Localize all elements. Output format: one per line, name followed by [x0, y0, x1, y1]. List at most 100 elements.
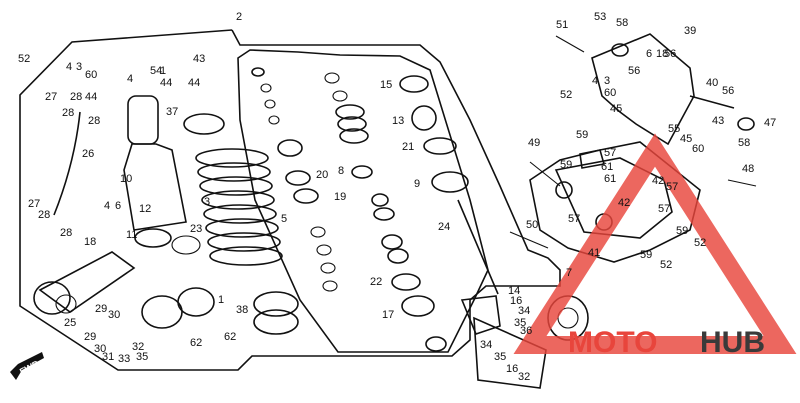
part-label: 42: [652, 175, 664, 187]
part-label: 16: [506, 363, 518, 375]
part-label: 28: [60, 227, 72, 239]
part-label: 57: [568, 213, 580, 225]
part-label: 25: [64, 317, 76, 329]
part-label: 34: [480, 339, 492, 351]
part-label: 20: [316, 169, 328, 181]
part-label: 40: [706, 77, 718, 89]
part-label: 35: [494, 351, 506, 363]
reservoir: [33, 251, 136, 315]
watermark-brand-left: MOTO: [568, 326, 657, 359]
part-label: 34: [518, 305, 530, 317]
part-label: 59: [640, 249, 652, 261]
part-label: 49: [528, 137, 540, 149]
part-label: 4: [127, 73, 133, 85]
part-label: 43: [193, 53, 205, 65]
part-label: 32: [518, 371, 530, 383]
clevis-16: [460, 295, 501, 335]
watermark: [513, 133, 797, 354]
part-label: 62: [224, 331, 236, 343]
part-label: 10: [120, 173, 132, 185]
part-label: 5: [281, 213, 287, 225]
part-label: 57: [666, 181, 678, 193]
part-label: 7: [566, 267, 572, 279]
collars: [141, 287, 215, 329]
part-label: 29: [84, 331, 96, 343]
part-label: 59: [560, 159, 572, 171]
part-label: 4: [66, 61, 72, 73]
part-label: 42: [618, 197, 630, 209]
part-label: 13: [392, 115, 404, 127]
part-label: 36: [520, 325, 532, 337]
part-label: 6: [646, 48, 652, 60]
part-label: 45: [680, 133, 692, 145]
part-label: 43: [712, 115, 724, 127]
linkage-39: [555, 33, 755, 146]
part-label: 47: [764, 117, 776, 129]
part-label: 14: [508, 285, 520, 297]
part-label: 55: [668, 123, 680, 135]
fwd-arrow: FWD: [10, 352, 44, 380]
part-label: 51: [556, 19, 568, 31]
part-label: 30: [108, 309, 120, 321]
part-label: 1: [160, 65, 166, 77]
shock-absorber: [123, 95, 201, 255]
part-label: 31: [102, 351, 114, 363]
part-label: 4: [104, 200, 110, 212]
part-label: 29: [95, 303, 107, 315]
internal-stack-middle: [324, 72, 447, 352]
part-label: 28: [88, 115, 100, 127]
part-label: 35: [136, 351, 148, 363]
part-label: 8: [338, 165, 344, 177]
part-label: 15: [380, 79, 392, 91]
part-label: 60: [85, 69, 97, 81]
part-label: 21: [402, 141, 414, 153]
part-label: 53: [594, 11, 606, 23]
internal-stack-left: [251, 67, 338, 292]
part-label: 45: [610, 103, 622, 115]
part-label: 62: [190, 337, 202, 349]
part-label: 28: [38, 209, 50, 221]
part-label: 58: [616, 17, 628, 29]
part-label: 1: [218, 294, 224, 306]
spring-adjuster-38: [253, 291, 299, 335]
part-label: 54: [150, 65, 162, 77]
internal-stack-right: [399, 75, 499, 295]
part-label: 12: [139, 203, 151, 215]
part-label: 44: [160, 77, 172, 89]
part-label: 26: [82, 148, 94, 160]
spring-seat-37: [183, 113, 225, 135]
part-label: 32: [132, 341, 144, 353]
part-label: 4: [592, 75, 598, 87]
part-label: 24: [438, 221, 450, 233]
part-label: 18: [656, 48, 668, 60]
part-label: 16: [510, 295, 522, 307]
part-label: 41: [588, 247, 600, 259]
part-label: 57: [658, 203, 670, 215]
part-label: 44: [85, 91, 97, 103]
part-label: 38: [236, 304, 248, 316]
part-label: 18: [84, 236, 96, 248]
part-label: 48: [742, 163, 754, 175]
part-label: 52: [694, 237, 706, 249]
part-label: 2: [236, 11, 242, 23]
reservoir-hose: [53, 111, 81, 216]
part-label: 44: [188, 77, 200, 89]
part-label: 61: [601, 161, 613, 173]
part-label: 3: [204, 196, 210, 208]
part-label: 3: [76, 61, 82, 73]
part-label: 37: [166, 106, 178, 118]
part-label: 33: [118, 353, 130, 365]
part-label: 3: [604, 75, 610, 87]
part-label: 27: [28, 198, 40, 210]
part-label: 56: [628, 65, 640, 77]
part-label: 52: [560, 89, 572, 101]
part-label: 58: [738, 137, 750, 149]
part-label: 30: [94, 343, 106, 355]
part-label: 61: [604, 173, 616, 185]
part-label: 28: [70, 91, 82, 103]
part-label: 56: [722, 85, 734, 97]
part-label: 11: [126, 229, 137, 241]
part-label: 57: [604, 147, 616, 159]
